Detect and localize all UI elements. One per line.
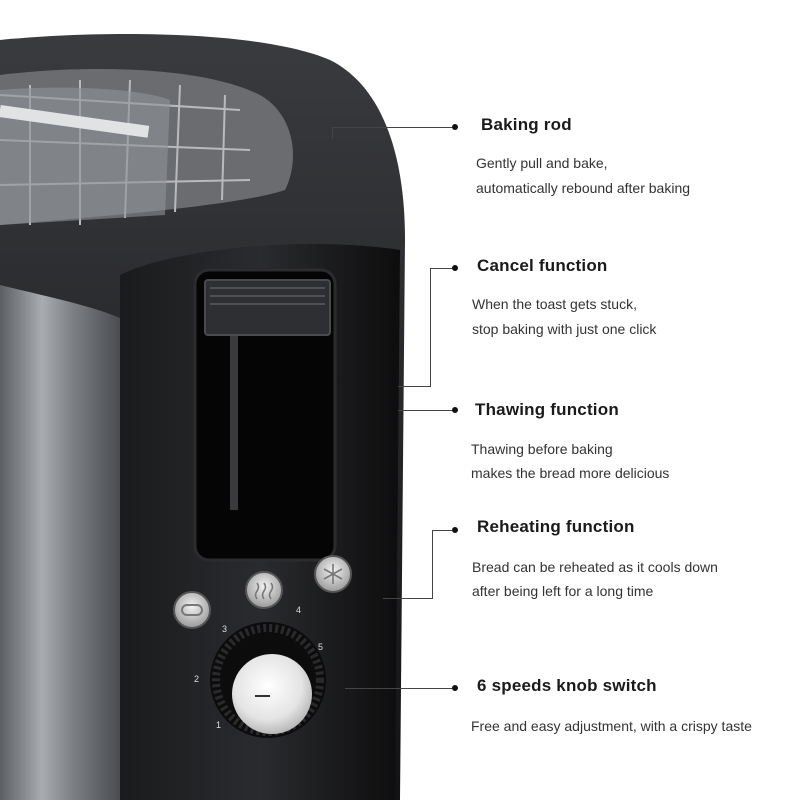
feature-desc-line: after being left for a long time (472, 583, 654, 599)
leader-knob (345, 688, 455, 689)
bullet (452, 124, 458, 130)
bullet (452, 265, 458, 271)
defrost-snowflake-icon (314, 555, 352, 593)
stainless-front-panel (0, 285, 120, 800)
dial-number-5: 5 (318, 642, 324, 652)
dial-number-2: 2 (194, 674, 200, 684)
reheat-steam-icon (245, 571, 283, 609)
feature-title: Reheating function (477, 517, 635, 536)
leader-cancel-h2 (398, 386, 431, 387)
feature-desc-line: When the toast gets stuck, (472, 296, 637, 312)
dial-number-1: 1 (216, 720, 222, 730)
leader-thawing (398, 410, 453, 411)
dial-number-3: 3 (222, 624, 228, 634)
cancel-button-icon (173, 591, 211, 629)
leader-baking-rod-h (332, 127, 452, 128)
bullet (452, 527, 458, 533)
bullet (452, 685, 458, 691)
dial-number-4: 4 (296, 605, 302, 615)
feature-desc-line: stop baking with just one click (472, 321, 657, 337)
feature-title: Baking rod (481, 115, 572, 134)
feature-desc-line: makes the bread more delicious (471, 465, 670, 481)
leader-reheat-h (432, 530, 452, 531)
feature-desc-line: Gently pull and bake, (476, 155, 608, 171)
leader-baking-rod-v (332, 127, 333, 139)
feature-title: Thawing function (475, 400, 619, 419)
feature-title: 6 speeds knob switch (477, 676, 657, 695)
feature-title: Cancel function (477, 256, 608, 275)
leader-reheat-h2 (383, 598, 433, 599)
feature-desc-line: Free and easy adjustment, with a crispy … (471, 718, 752, 734)
leader-reheat-v (432, 530, 433, 598)
leader-cancel-v (430, 268, 431, 386)
feature-desc-line: Thawing before baking (471, 441, 613, 457)
bullet (452, 407, 458, 413)
browning-knob (210, 622, 326, 738)
feature-desc-line: automatically rebound after baking (476, 180, 691, 196)
leader-cancel-h (430, 268, 452, 269)
feature-desc-line: Bread can be reheated as it cools down (472, 559, 718, 575)
baking-lever (204, 279, 331, 336)
